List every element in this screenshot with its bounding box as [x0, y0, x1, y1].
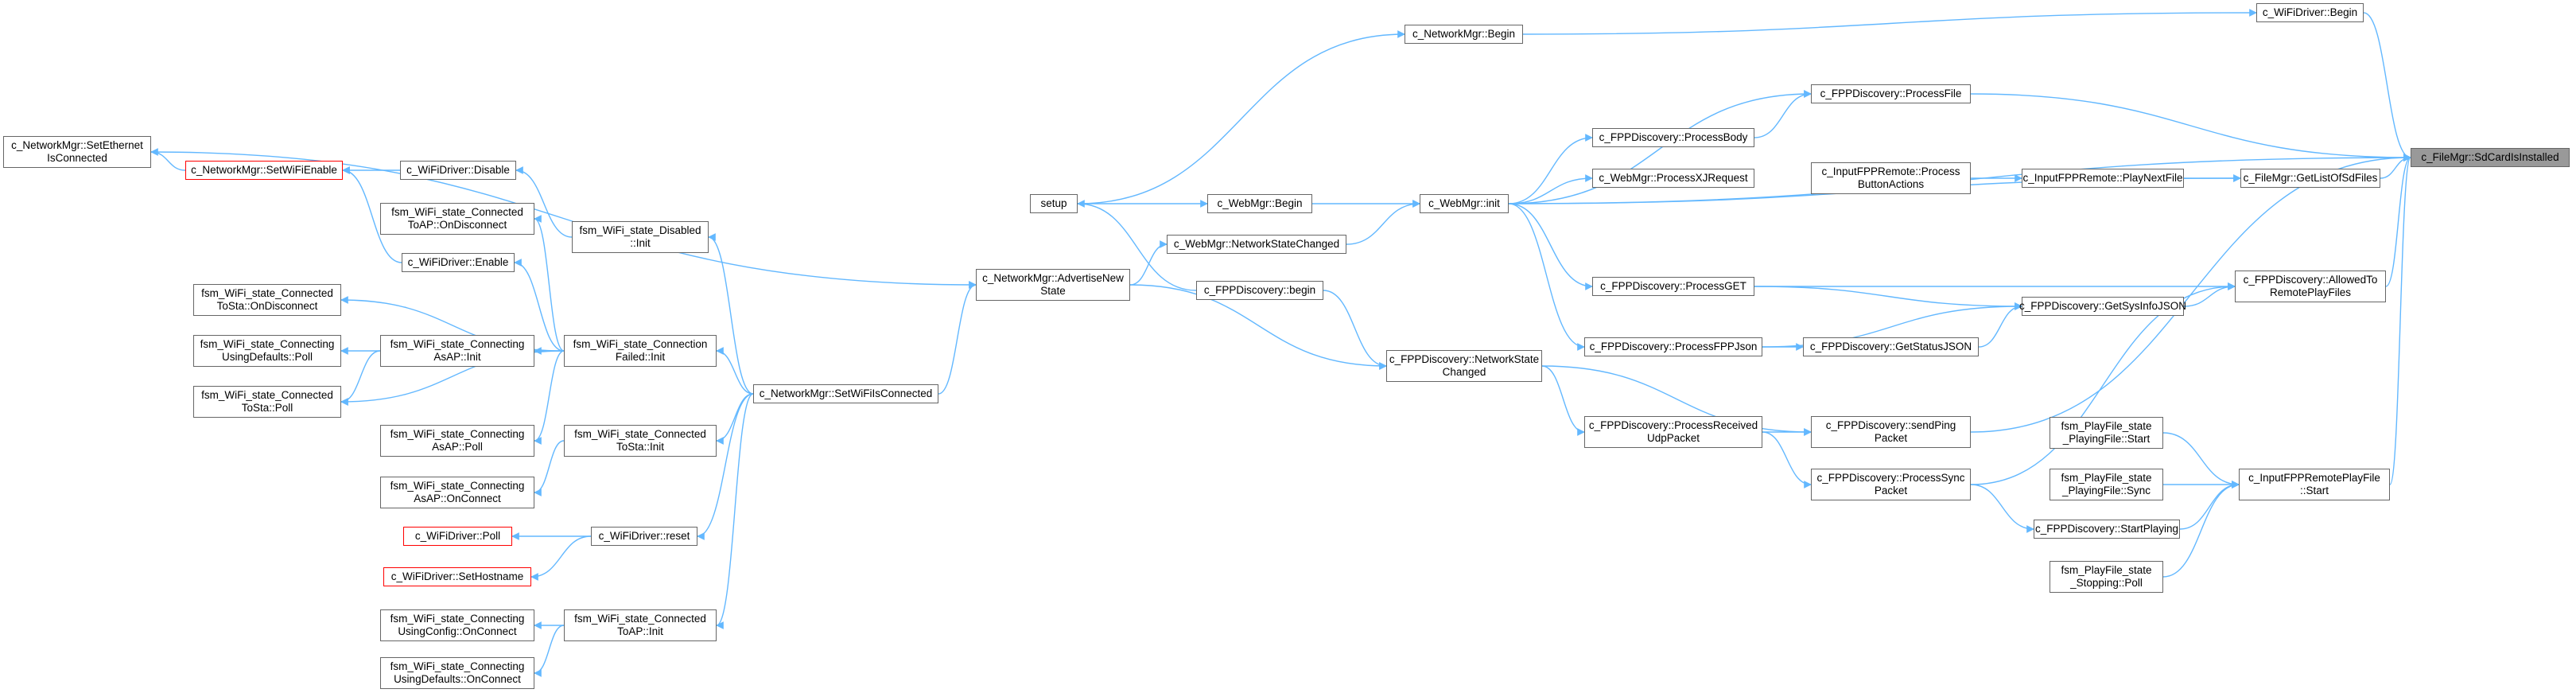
node-fppdiscovery-processfile[interactable]: c_FPPDiscovery::ProcessFile	[1811, 84, 1971, 103]
edge-ctostainit-to-caponconn	[534, 440, 565, 496]
node-connectingasap-init[interactable]: fsm_WiFi_state_Connecting AsAP::Init	[380, 335, 534, 367]
edge-fppbegin-to-setup	[1077, 200, 1197, 291]
edge-cfinit-to-cappoll	[534, 350, 565, 445]
edge-pfstart-to-irpfstart	[2162, 432, 2240, 489]
node-inputfppremote-playnextfile[interactable]: c_InputFPPRemote::PlayNextFile	[2022, 169, 2184, 188]
edge-setwific-to-wreset	[697, 393, 754, 540]
node-wifidriver-disable[interactable]: c_WiFiDriver::Disable	[400, 161, 516, 180]
node-connectedtosta-ondisconnect[interactable]: fsm_WiFi_state_Connected ToSta::OnDiscon…	[193, 284, 341, 316]
edge-procfile-to-sdcard	[1970, 93, 2411, 162]
node-connectionfailed-init[interactable]: fsm_WiFi_state_Connection Failed::Init	[564, 335, 717, 367]
node-webmgr-processxjrequest[interactable]: c_WebMgr::ProcessXJRequest	[1592, 169, 1754, 188]
node-networkmgr-setwifienable[interactable]: c_NetworkMgr::SetWiFiEnable	[185, 161, 343, 180]
edge-procget-to-sysinfo	[1754, 286, 2022, 310]
node-connectingusingdefaults-poll[interactable]: fsm_WiFi_state_Connecting UsingDefaults:…	[193, 335, 341, 367]
node-webmgr-begin[interactable]: c_WebMgr::Begin	[1207, 194, 1312, 213]
edge-cfinit-to-wenable	[514, 259, 565, 352]
edge-setwific-to-disinit	[708, 233, 754, 395]
node-fppdiscovery-processsyncpacket[interactable]: c_FPPDiscovery::ProcessSync Packet	[1811, 469, 1971, 500]
node-filemgr-getlistofsdfiles[interactable]: c_FileMgr::GetListOfSdFiles	[2240, 169, 2380, 188]
edge-setwific-to-ctoapinit	[716, 393, 754, 629]
node-fppdiscovery-getsysinfojson[interactable]: c_FPPDiscovery::GetSysInfoJSON	[2019, 297, 2186, 316]
node-fppdiscovery-processreceivedudppacket[interactable]: c_FPPDiscovery::ProcessReceived UdpPacke…	[1584, 416, 1762, 448]
edge-statusjson-to-sysinfo	[1978, 302, 2022, 348]
edge-webinit-to-procfppjson	[1508, 203, 1585, 351]
node-wifidriver-begin[interactable]: c_WiFiDriver::Begin	[2256, 3, 2364, 22]
edge-ctoapinit-to-cudonconn	[534, 625, 565, 677]
node-fppdiscovery-processget[interactable]: c_FPPDiscovery::ProcessGET	[1592, 277, 1754, 296]
edge-allowed-to-sdcard	[2385, 154, 2411, 287]
edge-wenable-to-setwifien	[342, 166, 402, 263]
node-fppdiscovery-networkstatechanged[interactable]: c_FPPDiscovery::NetworkState Changed	[1386, 350, 1542, 382]
node-fppdiscovery-sendpingpacket[interactable]: c_FPPDiscovery::sendPing Packet	[1811, 416, 1971, 448]
edge-getlist-to-sdcard	[2380, 154, 2411, 179]
node-connectingasap-poll[interactable]: fsm_WiFi_state_Connecting AsAP::Poll	[380, 425, 534, 457]
edge-webinit-to-procbody	[1508, 134, 1593, 204]
node-playfile-stopping-poll[interactable]: fsm_PlayFile_state _Stopping::Poll	[2050, 561, 2163, 593]
node-fppdiscovery-startplaying[interactable]: c_FPPDiscovery::StartPlaying	[2034, 520, 2180, 539]
edge-advnew-to-webnsc	[1129, 240, 1168, 286]
node-playfile-playing-sync[interactable]: fsm_PlayFile_state _PlayingFile::Sync	[2050, 469, 2163, 500]
node-connectingasap-onconnect[interactable]: fsm_WiFi_state_Connecting AsAP::OnConnec…	[380, 477, 534, 508]
node-networkmgr-advertisenewstate[interactable]: c_NetworkMgr::AdvertiseNew State	[976, 269, 1130, 301]
node-playfile-playing-start[interactable]: fsm_PlayFile_state _PlayingFile::Start	[2050, 417, 2163, 449]
edge-fppnsc-to-procudp	[1541, 365, 1585, 436]
node-inputfppremoteplayfile-start[interactable]: c_InputFPPRemotePlayFile ::Start	[2239, 469, 2390, 500]
edge-procudp-to-procsync	[1762, 431, 1812, 489]
node-connectingusingconfig-onconnect[interactable]: fsm_WiFi_state_Connecting UsingConfig::O…	[380, 609, 534, 641]
edge-nmbegin-to-wifibegin	[1522, 9, 2257, 35]
edge-seteth-to-advnew	[150, 151, 977, 289]
edge-procsync-to-startplaying	[1970, 484, 2034, 533]
node-networkmgr-setwifiisconnected[interactable]: c_NetworkMgr::SetWiFiIsConnected	[753, 384, 938, 403]
node-wifidriver-poll[interactable]: c_WiFiDriver::Poll	[403, 527, 512, 546]
edge-webnsc-to-webinit	[1346, 200, 1420, 245]
node-connectedtoap-ondisconnect[interactable]: fsm_WiFi_state_Connected ToAP::OnDisconn…	[380, 203, 534, 235]
edge-pfstop-to-irpfstart	[2162, 481, 2240, 578]
node-disabled-init[interactable]: fsm_WiFi_state_Disabled ::Init	[572, 221, 709, 253]
edge-capinit-to-conntostapoll	[340, 350, 381, 406]
node-fppdiscovery-begin[interactable]: c_FPPDiscovery::begin	[1196, 281, 1323, 300]
edge-disinit-to-wdisable	[515, 166, 573, 238]
edge-procsync-to-allowed	[1970, 282, 2236, 485]
edge-wifibegin-to-sdcard	[2363, 12, 2411, 162]
edge-setwific-to-cfinit	[716, 347, 754, 395]
node-connectedtoap-init[interactable]: fsm_WiFi_state_Connected ToAP::Init	[564, 609, 717, 641]
edge-startplaying-to-irpfstart	[2179, 481, 2240, 530]
node-fppdiscovery-processfppjson[interactable]: c_FPPDiscovery::ProcessFPPJson	[1584, 337, 1762, 356]
node-connectedtosta-init[interactable]: fsm_WiFi_state_Connected ToSta::Init	[564, 425, 717, 457]
edge-advnew-to-fppnsc	[1129, 284, 1387, 370]
node-connectedtosta-poll[interactable]: fsm_WiFi_state_Connected ToSta::Poll	[193, 386, 341, 418]
node-fppdiscovery-getstatusjson[interactable]: c_FPPDiscovery::GetStatusJSON	[1803, 337, 1979, 356]
node-fppdiscovery-allowedtoremoteplayfiles[interactable]: c_FPPDiscovery::AllowedTo RemotePlayFile…	[2235, 271, 2386, 302]
edge-procbody-to-procfile	[1754, 90, 1812, 138]
edge-fppnsc-to-sendping	[1541, 365, 1812, 436]
node-networkmgr-begin[interactable]: c_NetworkMgr::Begin	[1405, 25, 1523, 44]
node-connectingusingdefaults-onconnect[interactable]: fsm_WiFi_state_Connecting UsingDefaults:…	[380, 657, 534, 689]
edge-setwifien-to-seteth	[150, 148, 186, 171]
node-inputfppremote-processbuttonactions[interactable]: c_InputFPPRemote::Process ButtonActions	[1811, 162, 1971, 194]
edge-webinit-to-procxj	[1508, 174, 1593, 204]
node-wifidriver-enable[interactable]: c_WiFiDriver::Enable	[402, 253, 515, 272]
node-webmgr-init[interactable]: c_WebMgr::init	[1420, 194, 1509, 213]
node-setup[interactable]: setup	[1030, 194, 1078, 213]
edge-wreset-to-wsethost	[530, 535, 592, 581]
edge-cfinit-to-conntoapdisc	[534, 215, 565, 352]
edge-webinit-to-procget	[1508, 203, 1593, 290]
node-wifidriver-reset[interactable]: c_WiFiDriver::reset	[591, 527, 697, 546]
edge-fppbegin-to-fppnsc	[1323, 290, 1387, 370]
node-fppdiscovery-processbody[interactable]: c_FPPDiscovery::ProcessBody	[1592, 128, 1754, 147]
edge-setup-to-nmbegin	[1077, 30, 1405, 204]
edge-setwific-to-advnew	[938, 281, 977, 395]
node-wifidriver-sethostname[interactable]: c_WiFiDriver::SetHostname	[383, 567, 531, 586]
node-sdcard-is-installed[interactable]: c_FileMgr::SdCardIsInstalled	[2411, 148, 2570, 167]
node-webmgr-networkstatechanged[interactable]: c_WebMgr::NetworkStateChanged	[1167, 235, 1346, 254]
edge-webinit-to-procfile	[1508, 90, 1812, 204]
edge-irpfstart-to-sdcard	[2389, 154, 2411, 485]
node-networkmgr-setethernetisconnected[interactable]: c_NetworkMgr::SetEthernet IsConnected	[3, 136, 151, 168]
